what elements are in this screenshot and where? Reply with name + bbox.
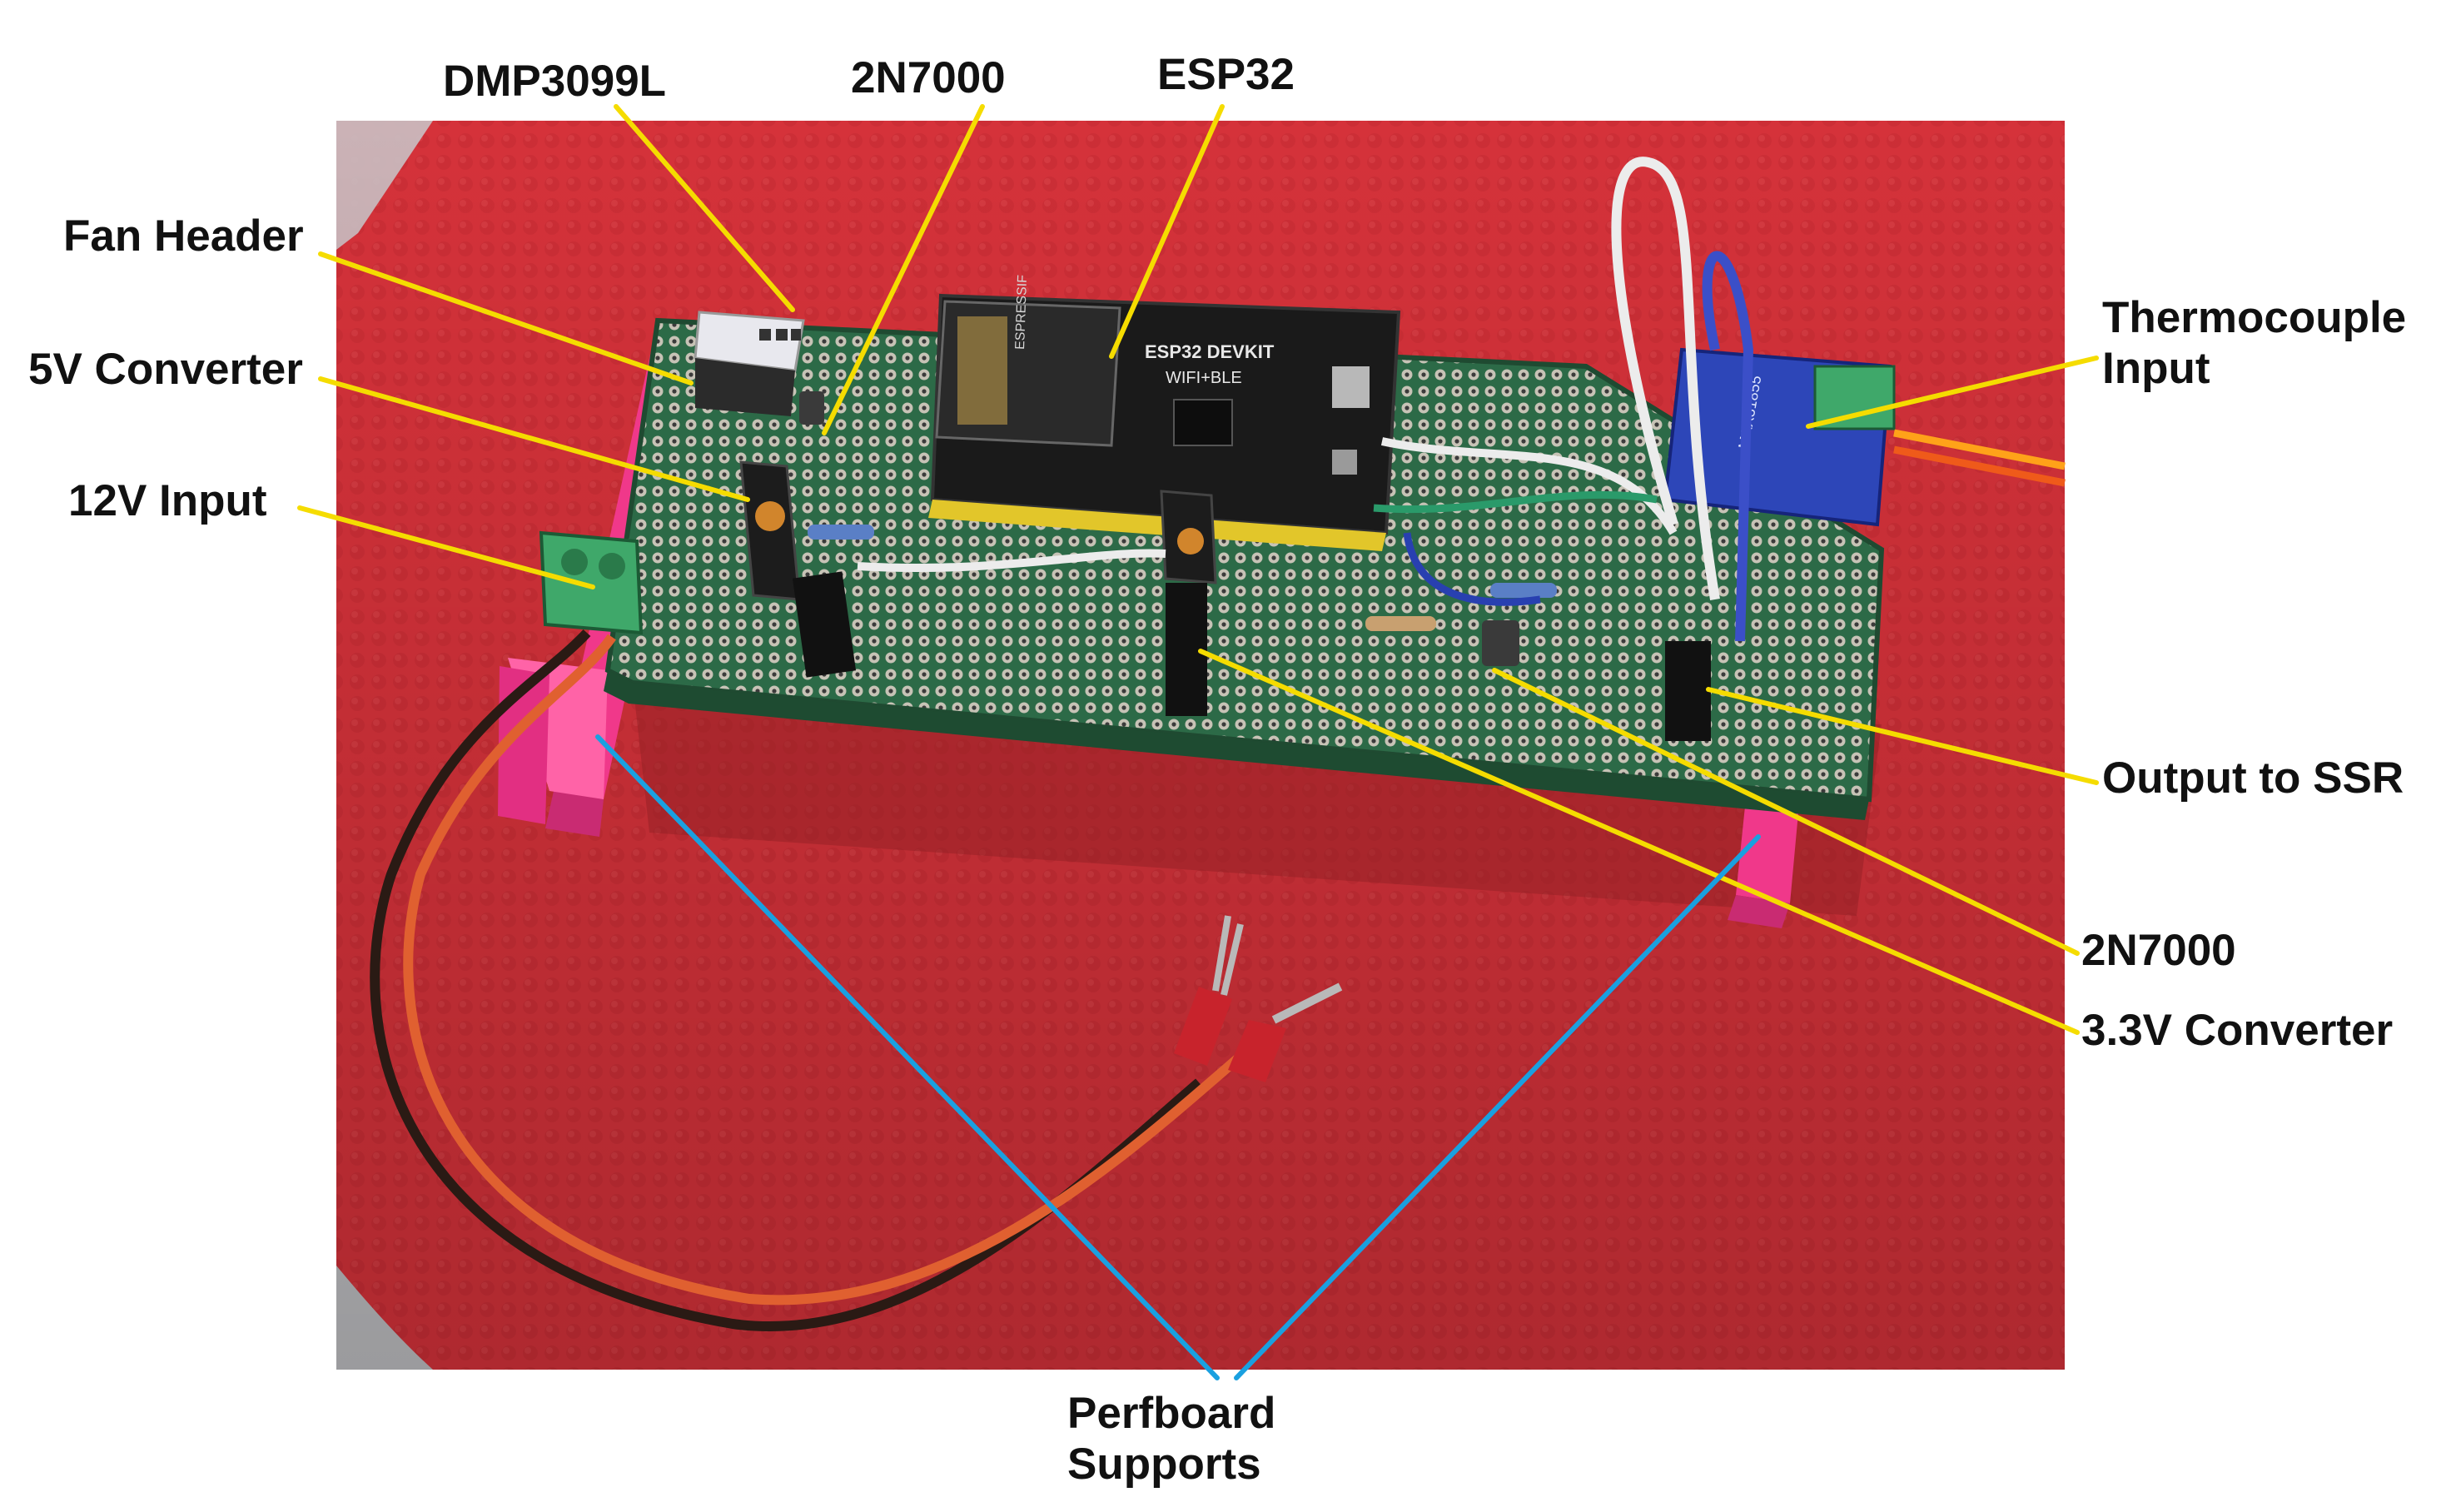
label-fan-header: Fan Header (63, 211, 304, 261)
label-thermocouple-line1: Thermocouple (2102, 293, 2407, 342)
usb-port (1332, 366, 1370, 408)
label-esp32: ESP32 (1157, 50, 1295, 99)
pointer-support-left (595, 734, 1220, 1380)
transistor-2n7000 (1482, 620, 1519, 666)
pointer-2n7000-top (822, 104, 985, 435)
pointer-support-right (1234, 834, 1761, 1380)
3-3v-converter-module (1160, 490, 1217, 716)
label-5v-converter: 5V Converter (28, 345, 303, 394)
esp32-devkit: ESP32 DEVKIT WIFI+BLE ESPRESSIF (928, 275, 1401, 551)
label-supports-line2: Supports (1067, 1439, 1261, 1489)
5v-converter-module (739, 460, 857, 678)
transistor-2n7000-top (799, 391, 824, 425)
label-2n7000-top: 2N7000 (851, 53, 1006, 102)
fan-header-board (694, 311, 805, 416)
ssr-output-connector (1665, 641, 1711, 741)
label-thermocouple-input: Thermocouple Input (2102, 293, 2406, 395)
blue-wire (1702, 251, 1754, 642)
pin-terminal (1228, 982, 1343, 1082)
module-text: ESPRESSIF (1013, 275, 1030, 351)
pointer-3-3v-converter (1198, 649, 2080, 1035)
pointer-output-ssr (1706, 687, 2099, 785)
label-output-to-ssr: Output to SSR (2102, 754, 2404, 803)
pointer-2n7000-right (1492, 668, 2080, 956)
pointer-lines (297, 104, 2099, 1380)
label-perfboard-supports: Perfboard Supports (1067, 1389, 1275, 1490)
pointer-12v-input (297, 505, 595, 589)
pointer-thermocouple (1806, 356, 2099, 429)
label-12v-input: 12V Input (68, 476, 267, 525)
white-wire (1611, 157, 1720, 600)
label-2n7000-right: 2N7000 (2081, 926, 2236, 975)
label-3-3v-converter: 3.3V Converter (2081, 1006, 2394, 1055)
resistor (1365, 616, 1436, 631)
label-supports-line1: Perfboard (1067, 1389, 1276, 1438)
esp32-silk-sub: WIFI+BLE (1166, 369, 1242, 387)
thermocouple-board: MAX31855 (1663, 347, 1896, 527)
label-thermocouple-line2: Input (2102, 343, 2210, 393)
resistor (1490, 583, 1557, 598)
12v-terminal-block (539, 530, 644, 635)
thermocouple-terminal (1813, 365, 1896, 430)
pointer-fan-header (318, 251, 694, 385)
pointer-dmp3099l (614, 104, 795, 312)
pointer-esp32 (1109, 104, 1225, 359)
photo: ESP32 DEVKIT WIFI+BLE ESPRESSIF (336, 121, 2066, 1370)
fork-terminal (1174, 915, 1244, 1066)
label-dmp3099l: DMP3099L (443, 57, 667, 106)
resistor (808, 525, 874, 540)
red-power-wire (403, 634, 1252, 1306)
pointer-5v-converter (318, 376, 750, 502)
esp32-silk-title: ESP32 DEVKIT (1145, 341, 1275, 362)
black-power-wire (370, 629, 1202, 1332)
